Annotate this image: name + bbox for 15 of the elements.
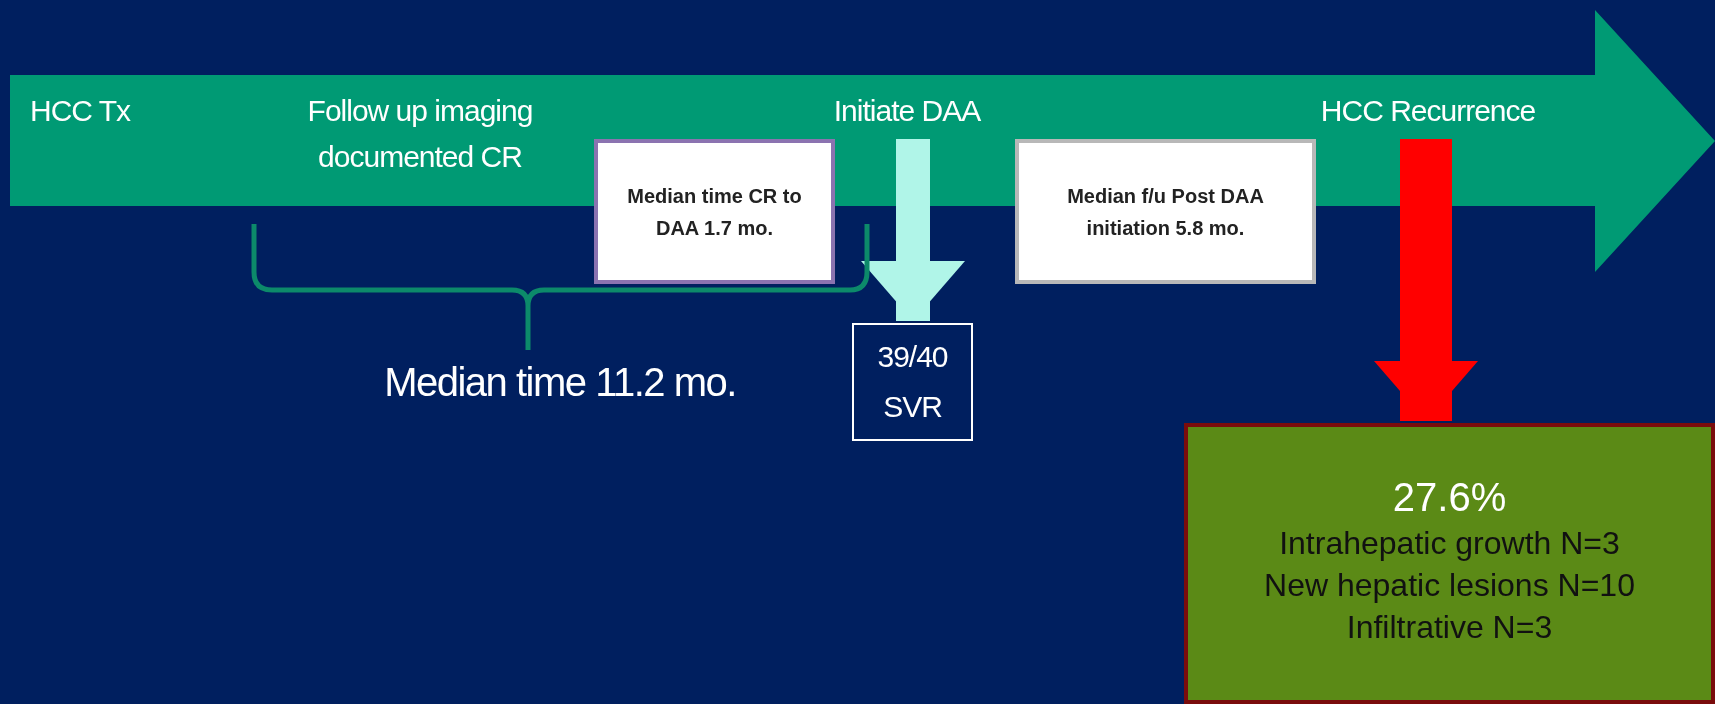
timeline-label: HCC Recurrence: [1296, 88, 1560, 128]
down-arrow: [861, 139, 965, 321]
timeline-label: Initiate DAA: [832, 88, 982, 128]
timeline-label: Follow up imaging documented CR: [270, 88, 570, 178]
info-box: Median time CR to DAA 1.7 mo.: [594, 139, 835, 284]
outcome-text: Infiltrative N=3: [1346, 607, 1553, 647]
percentage-text: 27.6%: [1392, 473, 1507, 521]
down-arrow: [1374, 139, 1478, 421]
outcome-text: Intrahepatic growth N=3: [1279, 523, 1620, 563]
timeline-label: HCC Tx: [30, 88, 170, 128]
outcome-box: [1184, 423, 1715, 704]
duration-label: Median time 11.2 mo.: [383, 359, 737, 406]
info-box: Median f/u Post DAA initiation 5.8 mo.: [1015, 139, 1316, 284]
outcome-text: New hepatic lesions N=10: [1264, 565, 1635, 605]
result-box: 39/40 SVR: [852, 323, 973, 441]
